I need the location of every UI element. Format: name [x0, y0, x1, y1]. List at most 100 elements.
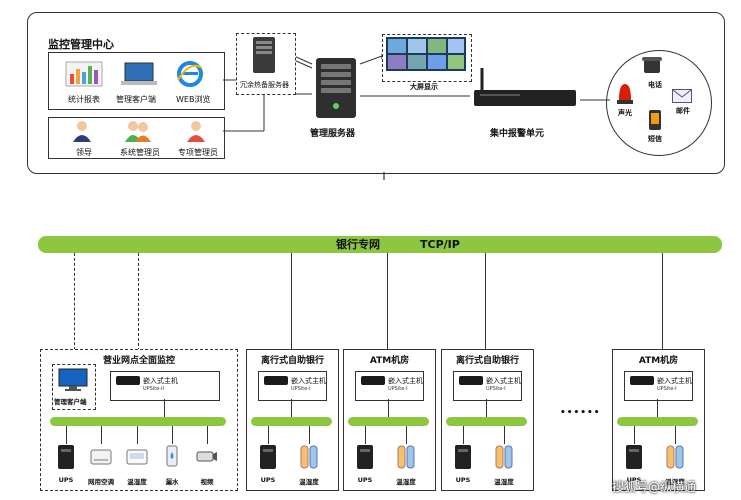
person-label-leader: 领导 [76, 148, 92, 157]
ie-browser-icon [176, 60, 204, 88]
host-label: 嵌入式主机 [143, 377, 178, 385]
more-sites-ellipsis: •••••• [560, 408, 601, 418]
device-temp-humidity: 温湿度 [120, 444, 154, 486]
dev-link [463, 426, 464, 444]
site-bus-bar [251, 417, 332, 426]
redundant-server-label: 冗余热备服务器 [240, 81, 289, 89]
site4-link [662, 253, 663, 371]
person-label-special: 专项管理员 [178, 148, 218, 157]
embedded-host-icon [116, 376, 140, 385]
host-model: UPSite-I [486, 386, 506, 392]
temp-humidity-sensor-icon [126, 449, 148, 465]
ups-icon [626, 445, 642, 469]
network-label-left: 银行专网 [336, 238, 380, 251]
site1-link [291, 253, 292, 371]
site3-link [485, 253, 486, 371]
app-label-stats: 统计报表 [68, 95, 100, 104]
host-bus-link [164, 399, 165, 417]
client-dashed-link [74, 253, 75, 365]
embedded-host-box: 嵌入式主机 UPSite-I [453, 371, 522, 401]
site-title: 离行式自助银行 [455, 356, 519, 366]
redundant-server-icon [250, 36, 278, 74]
host-model: UPSite-I [291, 386, 311, 392]
mgmt-server-icon [312, 56, 360, 120]
site-title: ATM机房 [638, 356, 679, 366]
dev-link [172, 426, 173, 444]
temp-humidity-sensor-icon [666, 445, 684, 469]
site-bus-bar [50, 417, 226, 426]
ups-icon [260, 445, 276, 469]
device-ups: UPS [617, 444, 651, 484]
network-label-right: TCP/IP [420, 238, 460, 251]
email-icon [672, 88, 692, 103]
host-model: UPSite-I [388, 386, 408, 392]
device-ups: UPS [49, 444, 83, 484]
water-leak-sensor-icon [166, 445, 178, 467]
embedded-host-box: 嵌入式主机 UPSite-I [624, 371, 693, 401]
site-title: 离行式自助银行 [260, 356, 324, 366]
sysadmin-people-icon [124, 120, 152, 142]
big-screen-label: 大屏显示 [410, 83, 438, 91]
host-label: 嵌入式主机 [657, 377, 692, 385]
temp-humidity-sensor-icon [495, 445, 513, 469]
alarm-label-sms: 短信 [648, 135, 662, 143]
dev-link [66, 426, 67, 444]
host-label: 嵌入式主机 [486, 377, 521, 385]
device-temp-humidity: 温湿度 [389, 444, 423, 486]
host-model: UPSite-II [143, 386, 165, 392]
site-title: ATM机房 [369, 356, 410, 366]
person-label-sysadmin: 系统管理员 [120, 148, 160, 157]
app-label-client: 管理客户端 [116, 95, 156, 104]
alarm-outputs-circle [606, 50, 712, 156]
sms-phone-icon [648, 110, 662, 130]
temp-humidity-sensor-icon [300, 445, 318, 469]
alarm-unit-label: 集中报警单元 [490, 129, 545, 139]
device-temp-humidity: 温湿度 [487, 444, 521, 486]
device-temp-humidity: 温湿度 [292, 444, 326, 486]
host-bus-link [388, 399, 389, 417]
mgmt-server-label: 管理服务器 [310, 129, 356, 139]
site-bus-bar [446, 417, 527, 426]
air-conditioner-icon [90, 449, 112, 465]
leader-person-icon [72, 120, 92, 142]
dev-link [675, 426, 676, 444]
ups-icon [357, 445, 373, 469]
laptop-icon [120, 60, 158, 88]
embedded-host-icon [459, 376, 483, 385]
embedded-host-box: 嵌入式主机 UPSite-II [110, 371, 220, 401]
embedded-host-icon [630, 376, 654, 385]
device-ups: UPS [446, 444, 480, 484]
device-ups: UPS [348, 444, 382, 484]
app-label-web: WEB浏览 [176, 95, 211, 104]
site-bus-bar [348, 417, 429, 426]
temp-humidity-sensor-icon [397, 445, 415, 469]
host-bus-link [486, 399, 487, 417]
bank-network-bar [38, 236, 722, 253]
stats-report-icon [64, 60, 104, 88]
embedded-host-box: 嵌入式主机 UPSite-I [355, 371, 424, 401]
monitor-icon [58, 368, 88, 392]
video-wall-icon [386, 37, 466, 71]
site-title: 营业网点全面监控 [102, 356, 175, 366]
dev-link [309, 426, 310, 444]
site0-dashed-link [138, 253, 139, 371]
host-model: UPSite-I [657, 386, 677, 392]
dev-link [101, 426, 102, 444]
device-ups: UPS [251, 444, 285, 484]
device-video: 视频 [190, 444, 224, 486]
device-aircon: 网用空调 [84, 444, 118, 486]
device-temp-humidity: 温湿度 [658, 444, 692, 486]
center-title: 监控管理中心 [48, 38, 114, 51]
host-label: 嵌入式主机 [291, 377, 326, 385]
ups-icon [58, 445, 74, 469]
host-bus-link [657, 399, 658, 417]
site2-link [387, 253, 388, 371]
alarm-unit-icon [470, 66, 580, 110]
dev-link [365, 426, 366, 444]
dev-link [268, 426, 269, 444]
dev-link [406, 426, 407, 444]
site-bus-bar [617, 417, 698, 426]
embedded-host-box: 嵌入式主机 UPSite-I [258, 371, 327, 401]
embedded-host-icon [264, 376, 288, 385]
telephone-icon [642, 56, 662, 74]
